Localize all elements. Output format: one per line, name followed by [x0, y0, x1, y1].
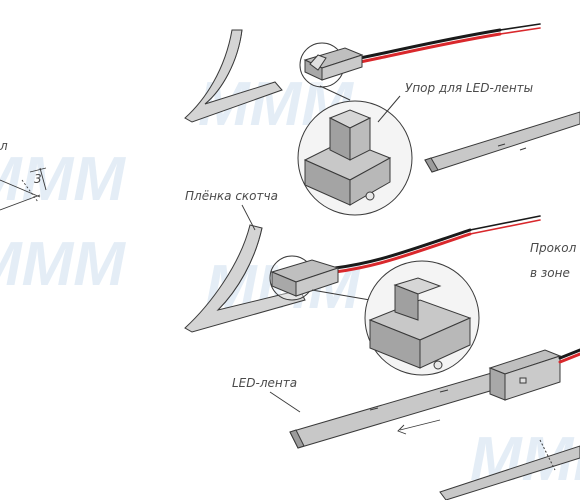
wires-bottom [558, 348, 580, 364]
led-strip-bottom [289, 371, 501, 449]
label-tape-film: Плёнка скотча [185, 189, 278, 203]
wires-top [358, 23, 541, 64]
left-dimension-sketch [0, 167, 47, 211]
label-stop: Упор для LED-ленты [405, 81, 533, 95]
label-led-strip: LED-лента [232, 376, 297, 390]
led-strip-top [424, 111, 580, 173]
connector-top [299, 42, 364, 88]
connector-bottom [488, 349, 562, 401]
dimension-label-number: 3 [34, 172, 42, 186]
callout-piercing-detail [311, 260, 480, 376]
wires-middle [333, 215, 541, 274]
tape-film-middle [184, 224, 306, 333]
arrow-insert [397, 419, 441, 435]
watermark-left-1: MMM [0, 145, 126, 214]
leader-led-strip [269, 391, 301, 413]
callout-stop-detail [297, 85, 413, 216]
led-strip-bottom-right [439, 439, 580, 500]
label-piercing-2: в зоне [530, 266, 570, 280]
leader-tape-film [241, 204, 256, 231]
watermark-left-2: MMM [0, 230, 126, 299]
connector-middle [269, 255, 340, 301]
dimension-label-left: л [0, 139, 8, 153]
tape-film-top [184, 29, 283, 123]
label-piercing-1: Прокол [530, 241, 577, 255]
